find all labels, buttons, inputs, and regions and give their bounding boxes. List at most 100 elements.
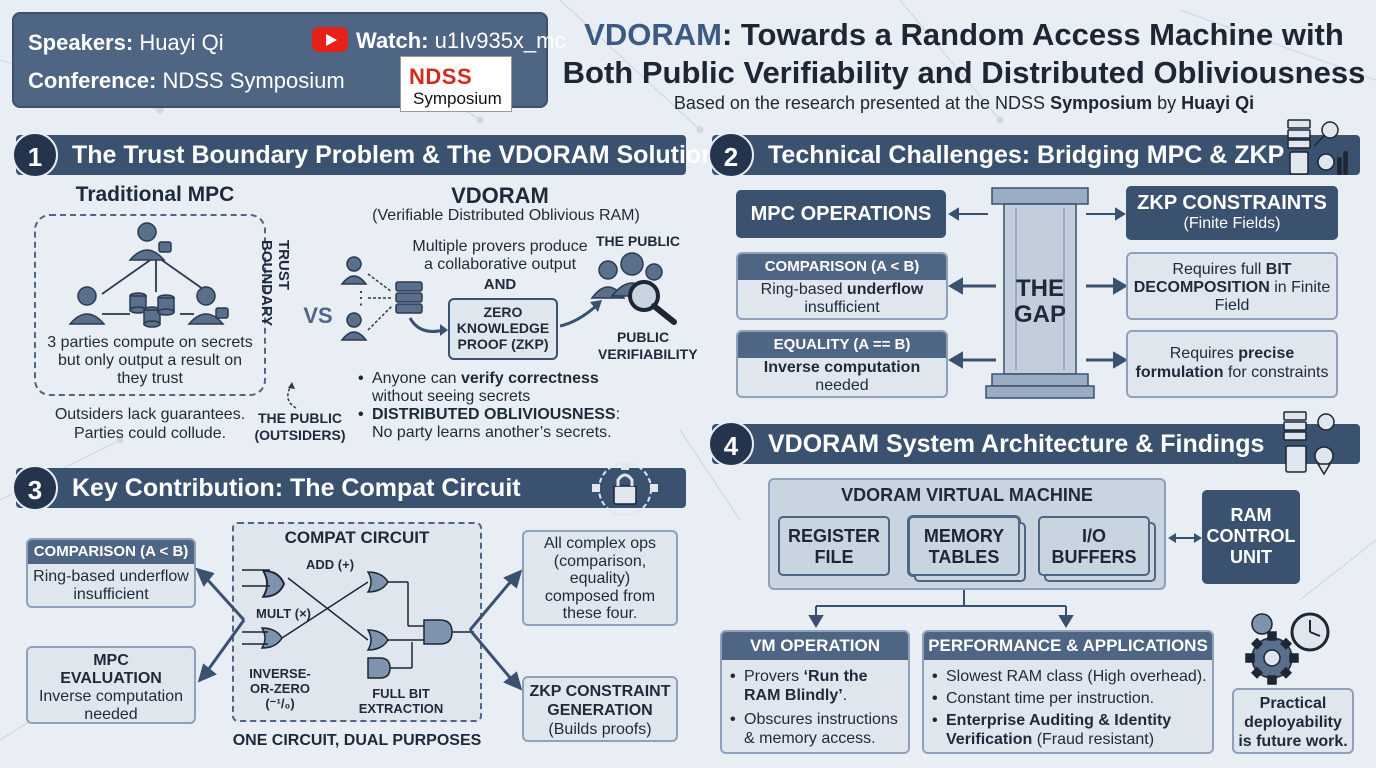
public-ver-line1: PUBLIC <box>616 329 670 345</box>
mpc-desc-line1: 3 parties compute on secrets <box>47 334 253 351</box>
zkp-line1: ZERO <box>483 304 523 320</box>
svg-text:⋮: ⋮ <box>352 288 370 308</box>
req-precise-box: Requires precise formulation for constra… <box>1126 330 1338 398</box>
section-1-header: The Trust Boundary Problem & The VDORAM … <box>16 135 716 175</box>
perf-bullet-3: Enterprise Auditing & Identity Verificat… <box>930 711 1210 749</box>
s3-cmp-line2: insufficient <box>73 586 149 603</box>
provers-diagram: ⋮ <box>340 256 448 341</box>
perf-b3-bold: Enterprise Auditing & Identity Verificat… <box>946 712 1172 748</box>
req-bit-decomp-text: Requires full BIT DECOMPOSITION in Finit… <box>1128 261 1336 315</box>
gate-mult-label: MULT (×) <box>256 606 311 621</box>
bullet-verify-pre: Anyone can <box>372 370 461 387</box>
mpc-title: Traditional MPC <box>75 183 235 206</box>
speakers-label: Speakers: <box>28 30 134 55</box>
conference-line: Conference: NDSS Symposium <box>28 68 345 94</box>
complex-line5: these four. <box>562 605 638 622</box>
req2-bold2: formulation <box>1135 364 1224 381</box>
complex-line3: equality) <box>569 570 631 587</box>
servers-key-icon <box>1287 119 1348 175</box>
complex-ops-text: All complex ops (comparison, equality) c… <box>524 535 676 623</box>
zkp-generation-text: ZKP CONSTRAINT GENERATION (Builds proofs… <box>524 682 676 739</box>
vmop-bullet-2: Obscures instructions & memory access. <box>728 710 904 748</box>
reg-line2: FILE <box>814 547 854 567</box>
io-buffers-tile: I/O BUFFERS <box>1038 516 1150 576</box>
future-line2: deployability <box>1244 714 1342 731</box>
server-gear-icon <box>1283 411 1335 476</box>
compat-circuit-title: COMPAT CIRCUIT <box>284 528 430 547</box>
gate-inv-line1: INVERSE- <box>249 666 311 681</box>
page-subtitle: Based on the research presented at the N… <box>560 93 1368 114</box>
gears-clock-icon <box>1245 612 1330 685</box>
zkpgen-line1: ZKP CONSTRAINT <box>529 683 671 700</box>
performance-head: PERFORMANCE & APPLICATIONS <box>924 632 1212 660</box>
zkp-constraints-title: ZKP CONSTRAINTS <box>1137 192 1327 214</box>
trust-boundary-box <box>34 214 266 396</box>
watch-label: Watch: <box>356 28 429 53</box>
bullet-distributed-colon: : <box>615 406 621 423</box>
req2-pre: Requires <box>1169 345 1239 362</box>
s2-cmp-bold: underflow <box>846 281 924 298</box>
public-outsiders-line2: (OUTSIDERS) <box>254 427 346 443</box>
curved-arrow-icon <box>287 382 297 409</box>
section-1-number: 1 <box>12 132 58 178</box>
outsiders-note: Outsiders lack guarantees. Parties could… <box>44 405 256 443</box>
watch-line[interactable]: Watch: u1Iv935x_mc <box>356 28 566 54</box>
req1-pre: Requires full <box>1172 261 1266 278</box>
mpc-evaluation-box: MPC EVALUATION Inverse computation neede… <box>26 646 196 724</box>
provers-line2: a collaborative output <box>423 256 577 273</box>
vm-operation-head: VM OPERATION <box>722 632 908 660</box>
req2-post: for constraints <box>1223 364 1329 381</box>
complex-ops-box: All complex ops (comparison, equality) c… <box>522 530 678 626</box>
watch-value[interactable]: u1Iv935x_mc <box>434 28 566 53</box>
subtitle-bold-author: Huayi Qi <box>1181 93 1255 113</box>
perf-bullet-2: Constant time per instruction. <box>930 689 1210 708</box>
gate-inverse-label: INVERSE- OR-ZERO (⁻¹/₀) <box>242 666 318 711</box>
gap-line2: GAP <box>1013 301 1066 328</box>
s2-comparison-body: Ring-based underflow insufficient <box>738 281 946 317</box>
page-title: VDORAM: Towards a Random Access Machine … <box>560 16 1368 92</box>
perf-b3-post: (Fraud resistant) <box>1032 731 1155 748</box>
subtitle-bold-venue: Symposium <box>1050 93 1153 113</box>
gate-inv-line3: (⁻¹/₀) <box>265 696 295 711</box>
dual-purposes-label: ONE CIRCUIT, DUAL PURPOSES <box>232 732 482 749</box>
s3-comparison-body: Ring-based underflow insufficient <box>28 568 194 604</box>
outsiders-line2: Parties could collude. <box>73 425 227 442</box>
conference-label: Conference: <box>28 68 157 93</box>
the-public-label: THE PUBLIC <box>596 233 680 249</box>
vm-branch-arrows <box>808 590 1074 628</box>
ndss-logo-bottom: Symposium <box>413 89 502 108</box>
mem-line2: TABLES <box>928 547 1000 567</box>
perf-bullet-1: Slowest RAM class (High overhead). <box>930 667 1210 686</box>
mpc-eval-line3: Inverse computation <box>38 688 184 705</box>
section-2-header: Technical Challenges: Bridging MPC & ZKP <box>712 135 1360 175</box>
s3-cmp-line1: Ring-based underflow <box>33 568 189 585</box>
logic-gates-diagram <box>242 569 474 679</box>
mpc-eval-line2: EVALUATION <box>60 670 162 687</box>
trust-boundary-label: TRUST BOUNDARY <box>258 240 292 327</box>
req1-bold1: BIT <box>1265 261 1292 278</box>
complex-line1: All complex ops <box>543 535 657 552</box>
section-3-number: 3 <box>12 465 58 511</box>
title-line1: : Towards a Random Access Machine with <box>721 17 1344 52</box>
ram-line2: CONTROL <box>1206 526 1296 546</box>
vdoram-title: VDORAM <box>451 183 549 208</box>
zkpgen-line3: (Builds proofs) <box>548 721 652 738</box>
ram-line1: RAM <box>1230 505 1272 525</box>
vmop-b1-bold: ‘Run the RAM Blindly’ <box>744 668 868 704</box>
speakers-line: Speakers: Huayi Qi <box>28 30 224 56</box>
subtitle-text: Based on the research presented at the N… <box>673 93 1051 113</box>
mpc-eval-line4: needed <box>84 706 138 723</box>
padlock-circuit-icon <box>592 462 658 516</box>
section-3-title: Key Contribution: The Compat Circuit <box>72 474 521 502</box>
s2-eq-bold: Inverse computation <box>763 359 921 376</box>
header-card: Speakers: Huayi Qi Conference: NDSS Symp… <box>12 12 566 112</box>
gate-add-label: ADD (+) <box>306 557 355 572</box>
req-bit-decomp-box: Requires full BIT DECOMPOSITION in Finit… <box>1126 252 1338 320</box>
section-4-title: VDORAM System Architecture & Findings <box>768 430 1265 458</box>
vm-operation-bullets: Provers ‘Run the RAM Blindly’. Obscures … <box>728 667 904 748</box>
req-precise-text: Requires precise formulation for constra… <box>1128 344 1336 382</box>
zkp-box: ZERO KNOWLEDGE PROOF (ZKP) <box>448 298 558 360</box>
and-label: AND <box>483 276 517 293</box>
youtube-play-icon[interactable] <box>312 27 348 52</box>
